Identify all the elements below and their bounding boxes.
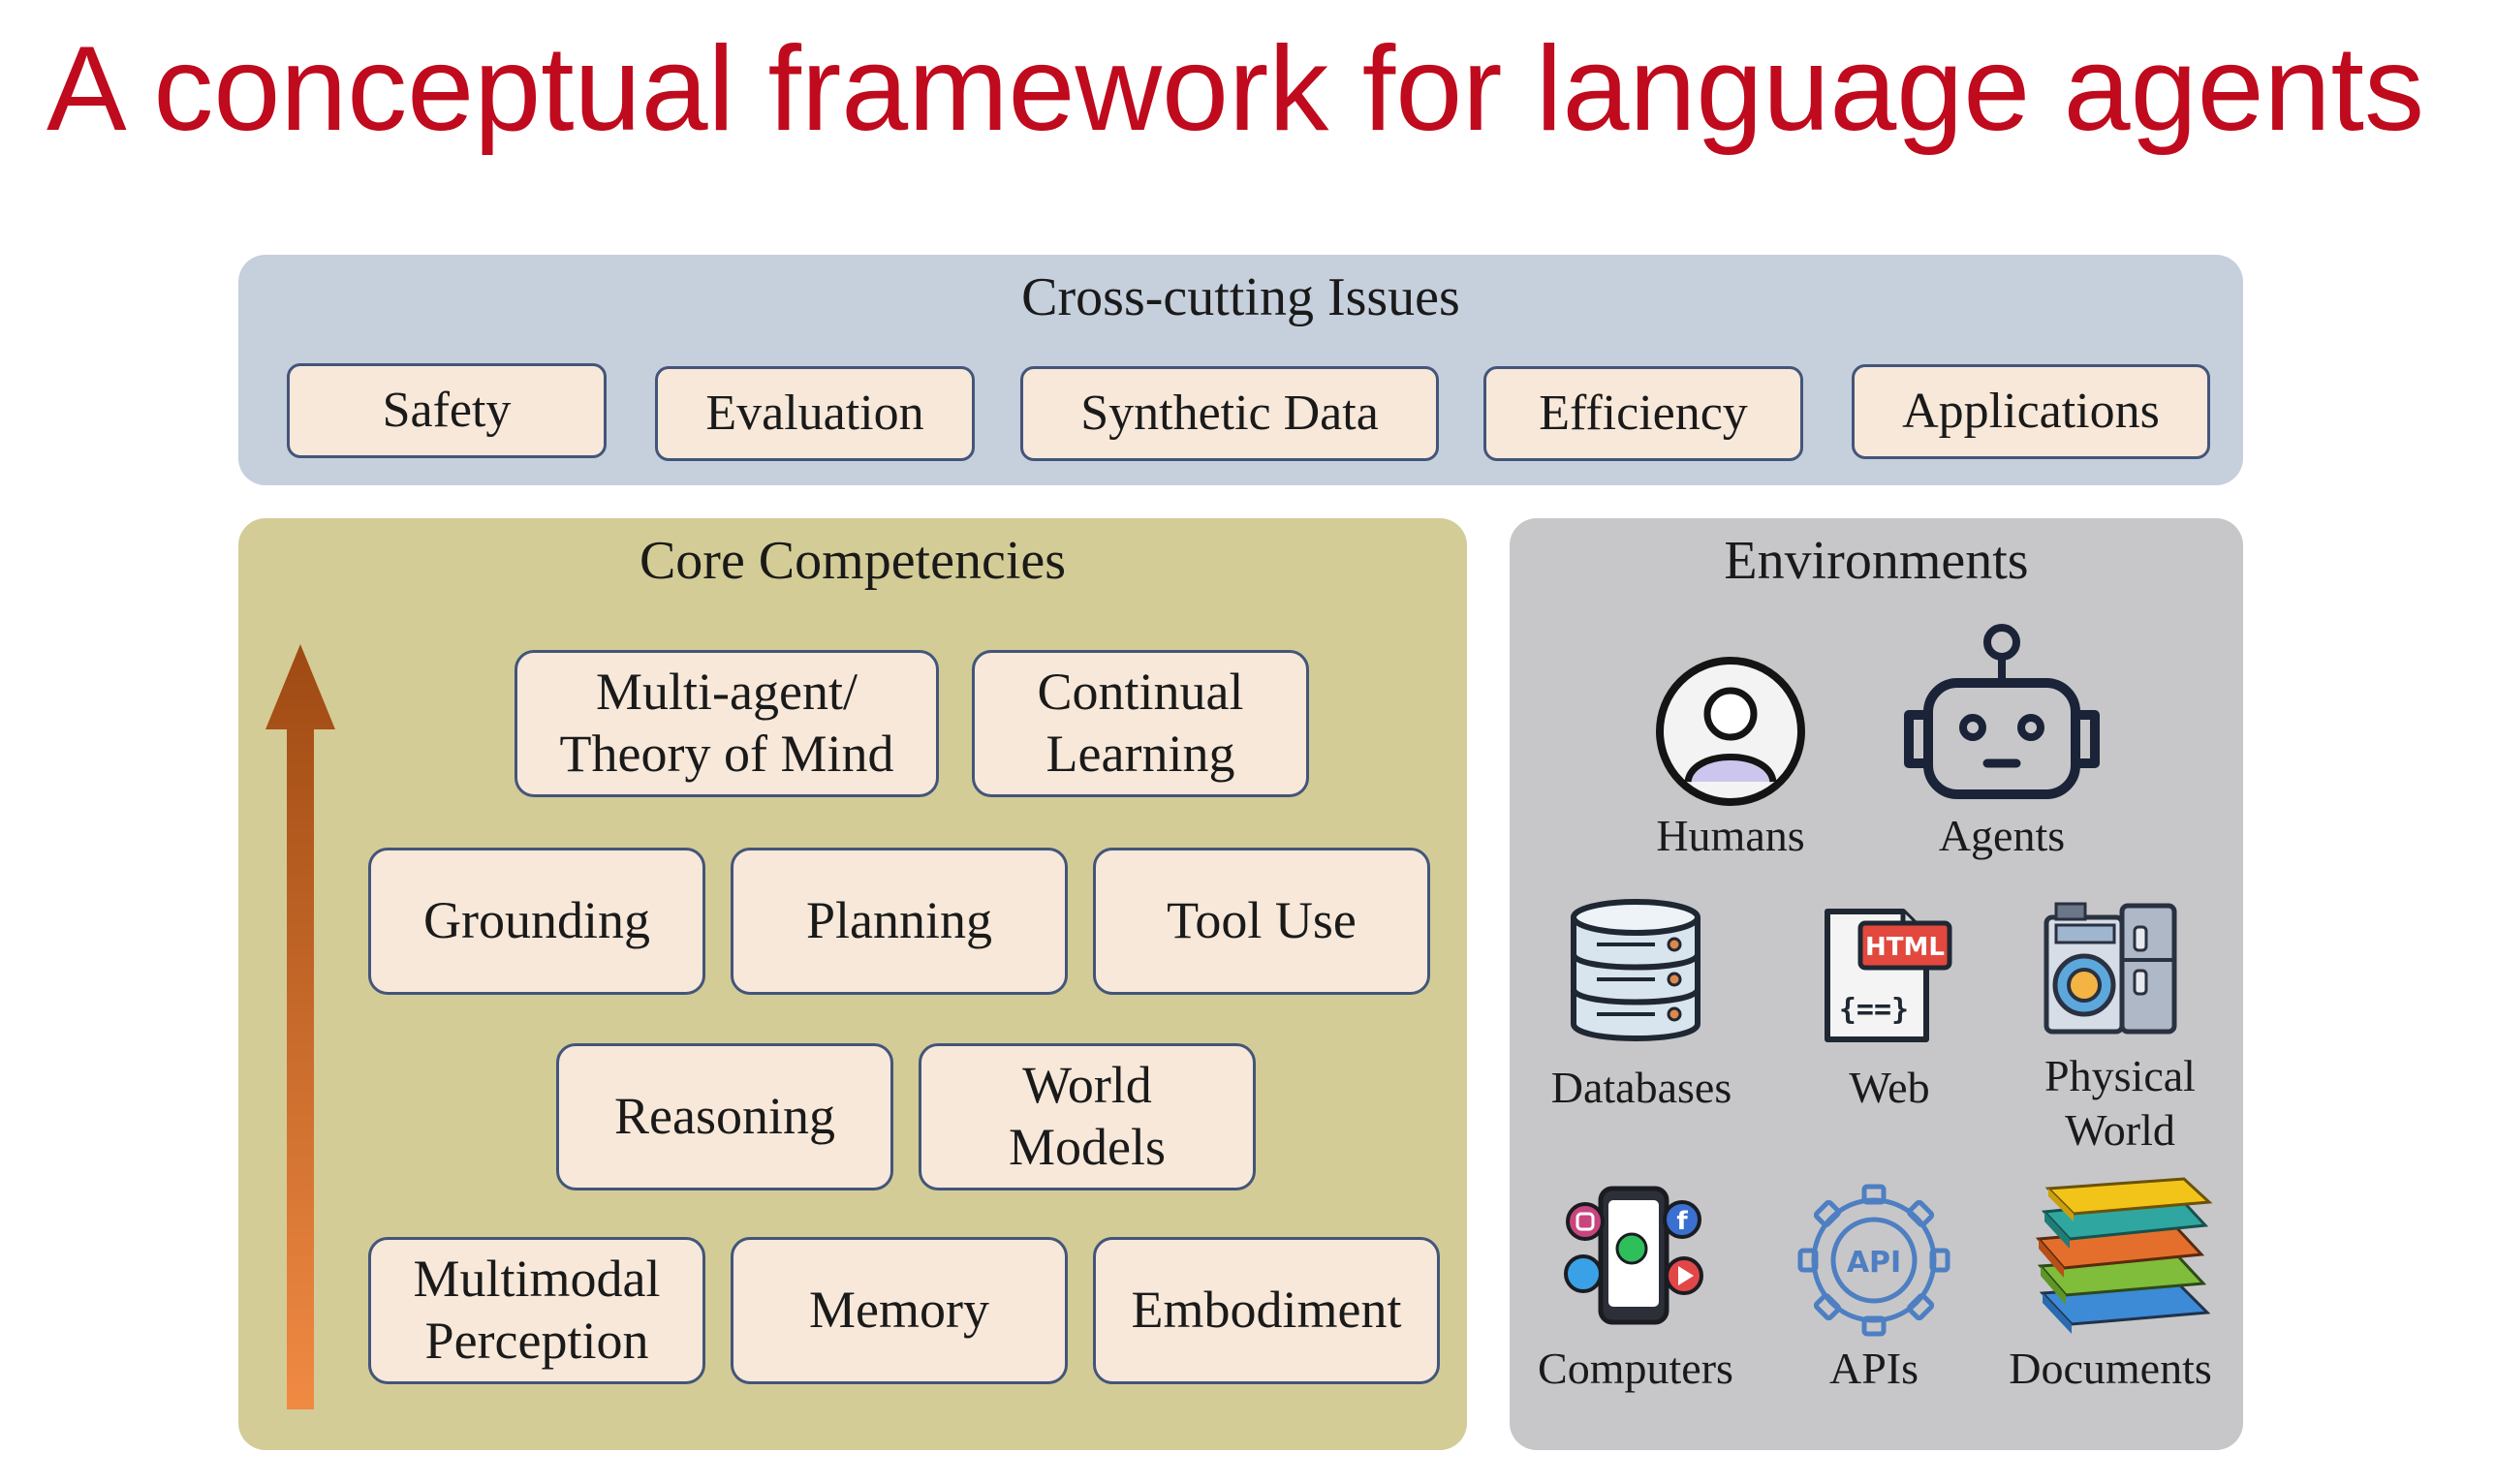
world-models-box: World Models — [919, 1043, 1256, 1190]
code-badge: {==} — [1839, 993, 1909, 1027]
safety-box: Safety — [287, 363, 607, 458]
apis-label: APIs — [1828, 1344, 1919, 1393]
agents-label: Agents — [1938, 811, 2066, 860]
core-competencies-panel: Core Competencies Multi-agent/ Theory of… — [238, 518, 1467, 1450]
multi-agent-box: Multi-agent/ Theory of Mind — [515, 650, 939, 797]
books-icon — [2035, 1177, 2213, 1334]
grounding-box: Grounding — [368, 848, 705, 995]
html-file-icon: HTML {==} — [1825, 909, 1952, 1042]
multimodal-perception-box: Multimodal Perception — [368, 1237, 705, 1384]
tool-use-box: Tool Use — [1093, 848, 1430, 995]
api-gear-icon: API — [1797, 1184, 1950, 1337]
appliances-icon — [2044, 902, 2177, 1035]
memory-box: Memory — [731, 1237, 1068, 1384]
svg-text:f: f — [1676, 1207, 1688, 1236]
smartphone-social-icon: f — [1564, 1186, 1703, 1325]
page-title: A conceptual framework for language agen… — [47, 22, 2424, 156]
core-competencies-title: Core Competencies — [639, 531, 1067, 591]
applications-box: Applications — [1852, 364, 2210, 459]
embodiment-box: Embodiment — [1093, 1237, 1440, 1384]
planning-box: Planning — [731, 848, 1068, 995]
computers-label: Computers — [1538, 1344, 1733, 1393]
efficiency-box: Efficiency — [1483, 366, 1803, 461]
reasoning-box: Reasoning — [556, 1043, 893, 1190]
robot-icon — [1904, 624, 2100, 799]
cross-cutting-title: Cross-cutting Issues — [1021, 267, 1460, 327]
databases-label: Databases — [1550, 1063, 1732, 1112]
environments-title: Environments — [1724, 531, 2029, 591]
evaluation-box: Evaluation — [655, 366, 975, 461]
progress-arrow — [265, 644, 335, 1409]
continual-learning-box: Continual Learning — [972, 650, 1309, 797]
cross-cutting-panel: Cross-cutting Issues Safety Evaluation S… — [238, 255, 2243, 485]
html-badge: HTML — [1865, 933, 1945, 962]
physical-world-label: Physical World — [2044, 1051, 2196, 1156]
synthetic-data-box: Synthetic Data — [1020, 366, 1439, 461]
humans-label: Humans — [1656, 811, 1805, 860]
web-label: Web — [1849, 1063, 1930, 1112]
database-icon — [1571, 899, 1700, 1041]
human-icon — [1656, 657, 1805, 806]
documents-label: Documents — [2009, 1344, 2212, 1393]
api-badge: API — [1847, 1246, 1901, 1280]
environments-panel: Environments Humans Agents Databases — [1510, 518, 2243, 1450]
